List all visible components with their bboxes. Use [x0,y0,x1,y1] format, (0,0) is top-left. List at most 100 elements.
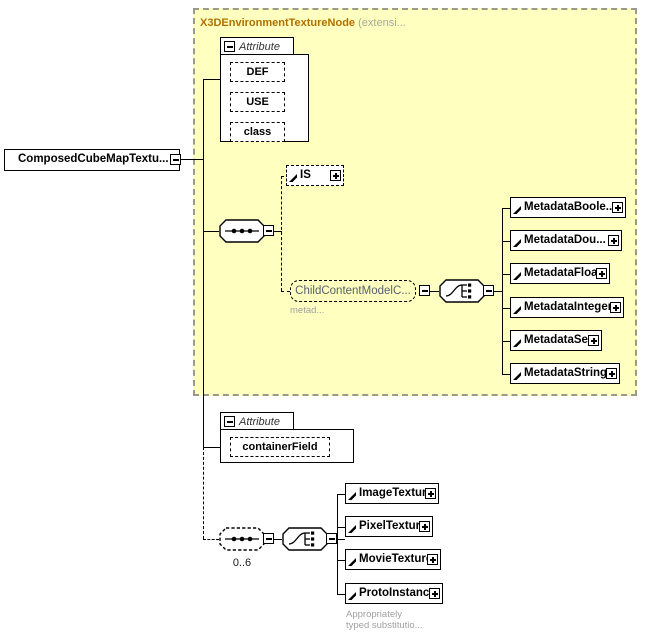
is-node-expand-icon[interactable] [330,170,341,181]
connector-root-out [181,159,203,160]
child-content-model-annotation: metad... [290,305,325,316]
connector-choice-2-out [337,539,345,540]
attribute-group-1-collapse-icon[interactable] [224,41,235,52]
connector-choice-1-out [494,291,502,292]
texture-node-0-label: ImageTexture [359,486,433,499]
metadata-node-1-label: MetadataDou... [524,233,606,246]
connector-ccm-to-choice-1 [430,291,439,292]
connector-texture-3 [337,594,345,595]
connector-seq1-branch-vertical [281,176,282,291]
attribute-row-use[interactable]: USE [230,92,285,112]
sequence-2-icon[interactable] [219,527,265,551]
attribute-row-def[interactable]: DEF [230,62,285,82]
connector-metadata-5 [502,374,510,375]
connector-trunk-dashed-descent [203,447,204,539]
root-node-collapse-icon[interactable] [170,154,181,165]
is-node-ref-arrow-icon [289,174,297,182]
texture-node-0-expand-icon[interactable] [425,488,436,499]
extension-panel-title-suffix: (extensi... [358,17,406,29]
metadata-node-3-label: MetadataInteger [524,300,613,313]
texture-node-3-ref-arrow-icon [348,592,356,600]
texture-node-0[interactable]: ImageTexture [345,483,439,504]
metadata-node-4-ref-arrow-icon [513,339,521,347]
texture-node-2[interactable]: MovieTexture [345,549,441,570]
sequence-1-icon[interactable] [219,219,265,243]
extension-panel-title: X3DEnvironmentTextureNode (extensi... [200,17,406,29]
attribute-row-def-label: DEF [246,66,269,78]
texture-node-2-label: MovieTexture [359,552,433,565]
choice-2-collapse-icon[interactable] [326,533,337,544]
connector-sequence-2-out [274,539,282,540]
metadata-node-4-expand-icon[interactable] [588,335,599,346]
connector-texture-2 [337,560,345,561]
metadata-node-1-ref-arrow-icon [513,239,521,247]
connector-metadata-3 [502,308,510,309]
texture-node-2-expand-icon[interactable] [427,554,438,565]
metadata-node-0-label: MetadataBoole... [524,200,616,213]
metadata-node-0-ref-arrow-icon [513,206,521,214]
root-node[interactable]: ComposedCubeMapTextu... [4,149,180,171]
root-node-label: ComposedCubeMapTextu... [18,153,169,166]
metadata-node-3[interactable]: MetadataInteger [510,297,624,318]
metadata-node-2[interactable]: MetadataFloat [510,263,610,284]
attribute-row-class-label: class [243,126,272,138]
connector-seq1-to-ccm [281,291,290,292]
child-content-model-node[interactable]: ChildContentModelC... [290,280,416,302]
texture-node-2-ref-arrow-icon [348,558,356,566]
connector-to-attrgroup-1 [203,79,220,80]
choice-1-collapse-icon[interactable] [483,285,494,296]
attribute-row-containerfield[interactable]: containerField [230,437,330,457]
connector-metadata-4 [502,341,510,342]
choice-2-icon[interactable] [282,527,328,551]
metadata-node-1-expand-icon[interactable] [608,235,619,246]
child-content-model-collapse-icon[interactable] [419,285,430,296]
connector-texture-0 [337,494,345,495]
is-node[interactable]: IS [286,165,344,186]
metadata-node-2-label: MetadataFloat [524,266,602,279]
metadata-node-4-label: MetadataSet [524,333,592,346]
texture-node-1[interactable]: PixelTexture [345,516,433,537]
connector-metadata-0 [502,208,510,209]
connector-metadata-bus [502,208,503,374]
attribute-row-use-label: USE [246,96,269,108]
sequence-2-collapse-icon[interactable] [263,533,274,544]
connector-to-sequence-1 [203,231,219,232]
child-content-model-label: ChildContentModelC... [295,285,411,297]
texture-node-1-label: PixelTexture [359,519,427,532]
connector-to-attrgroup-2 [203,447,220,448]
metadata-node-2-expand-icon[interactable] [596,268,607,279]
connector-texture-bus [337,494,338,594]
connector-seq1-to-is [281,176,290,177]
metadata-node-1[interactable]: MetadataDou... [510,230,622,251]
metadata-node-5-label: MetadataString [524,366,608,379]
metadata-node-5-expand-icon[interactable] [606,368,617,379]
substitution-note-line1: Appropriately [346,609,402,620]
connector-metadata-2 [502,274,510,275]
metadata-node-4[interactable]: MetadataSet [510,330,602,351]
connector-metadata-1 [502,241,510,242]
metadata-node-3-ref-arrow-icon [513,306,521,314]
metadata-node-5[interactable]: MetadataString [510,363,620,384]
attribute-group-2-collapse-icon[interactable] [224,416,235,427]
texture-node-3-label: ProtoInstance [359,586,436,599]
metadata-node-0[interactable]: MetadataBoole... [510,197,626,218]
texture-node-3-expand-icon[interactable] [429,588,440,599]
attribute-group-2-header[interactable]: Attribute [220,412,294,430]
attribute-group-1-header[interactable]: Attribute [220,37,294,55]
texture-node-3[interactable]: ProtoInstance [345,583,443,604]
connector-sequence-1-out [274,231,282,232]
choice-1-icon[interactable] [439,279,485,303]
texture-node-1-expand-icon[interactable] [419,521,430,532]
sequence-1-collapse-icon[interactable] [263,225,274,236]
attribute-group-2-header-label: Attribute [239,415,280,428]
texture-node-0-ref-arrow-icon [348,492,356,500]
metadata-node-0-expand-icon[interactable] [612,202,623,213]
extension-panel-title-text: X3DEnvironmentTextureNode [200,17,356,29]
metadata-node-3-expand-icon[interactable] [610,302,621,313]
is-node-label: IS [300,168,311,181]
connector-to-sequence-2 [203,539,219,540]
connector-trunk-main [203,79,204,447]
attribute-row-class[interactable]: class [230,122,285,142]
connector-texture-1 [337,527,345,528]
